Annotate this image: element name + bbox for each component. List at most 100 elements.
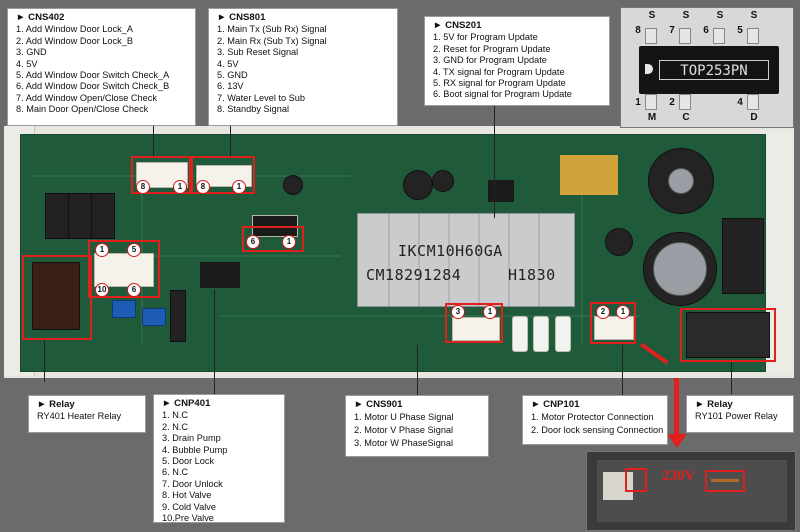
- cnp401-pin-top-right: 5: [127, 243, 141, 257]
- callout-relay-power: ► Relay RY101 Power Relay: [686, 395, 794, 433]
- chip-orientation-dot: [645, 64, 653, 74]
- cns901-item: 2. Motor V Phase Signal: [354, 425, 454, 436]
- leader-cnp101: [622, 345, 623, 395]
- cns801-item: 3. Sub Reset Signal: [217, 47, 299, 58]
- callout-cnp401: ► CNP401 1. N.C 2. N.C 3. Drain Pump 4. …: [153, 394, 285, 523]
- cns201-pin-left: 6: [246, 235, 260, 249]
- cns901-pin-left: 3: [451, 305, 465, 319]
- callout-relay-heater-title: ► Relay: [37, 399, 75, 410]
- capacitor-small-2: [403, 170, 433, 200]
- cns402-item: 8. Main Door Open/Close Check: [16, 104, 149, 115]
- cnp101-item: 2. Door lock sensing Connection: [531, 425, 664, 436]
- chip-bottom-pin-number: 2: [669, 97, 675, 108]
- cnp401-highlight: [88, 240, 160, 298]
- relay-mid: [170, 290, 186, 342]
- chip-inset: 8 7 6 5 S S S S TOP253PN 1 2 4 M C D: [620, 7, 794, 128]
- callout-cns201-title: ► CNS201: [433, 20, 482, 31]
- cnp101-pin-right: 1: [616, 305, 630, 319]
- power-resistor-2: [533, 316, 549, 352]
- leader-cnp401: [214, 290, 215, 394]
- cns402-item: 1. Add Window Door Lock_A: [16, 24, 133, 35]
- cns201-highlight: [242, 226, 304, 252]
- cnp401-item: 4. Bubble Pump: [162, 444, 228, 455]
- cnp401-item: 5. Door Lock: [162, 456, 215, 467]
- chip-bottom-pin-4: [747, 94, 759, 110]
- cnp401-item: 2. N.C: [162, 421, 189, 432]
- cns402-highlight: [131, 156, 191, 194]
- callout-cnp101-title: ► CNP101: [531, 399, 580, 410]
- relay-power-item: RY101 Power Relay: [695, 411, 778, 422]
- callout-cns901: ► CNS901 1. Motor U Phase Signal 2. Moto…: [345, 395, 489, 457]
- capacitor-mid: [605, 228, 633, 256]
- relay-bank-3: [91, 193, 115, 239]
- bulk-capacitor-2-top: [653, 242, 707, 296]
- relay-inset-highlight-right: [705, 470, 745, 492]
- relay-inset-highlight-left: [625, 468, 647, 492]
- callout-cns801-list: 1. Main Tx (Sub Rx) Signal 2. Main Rx (S…: [217, 24, 391, 115]
- cns201-item: 4. TX signal for Program Update: [433, 66, 565, 77]
- cnp401-pin-bottom-left: 10: [95, 283, 109, 297]
- chip-bottom-pin-number: 1: [635, 97, 641, 108]
- ipm-date-code: H1830: [508, 266, 556, 284]
- chip-bottom-pin-label: C: [682, 112, 690, 123]
- chip-bottom-pin-label: D: [750, 112, 758, 123]
- chip-top-pin-label: S: [750, 10, 758, 21]
- cnp101-pin-left: 2: [596, 305, 610, 319]
- cns201-item: 2. Reset for Program Update: [433, 43, 551, 54]
- cnp101-connector: [594, 316, 634, 340]
- relay-bank-2: [68, 193, 92, 239]
- relay-ry401: [32, 262, 80, 330]
- cns801-item: 5. GND: [217, 70, 248, 81]
- cnp401-connector: [94, 253, 154, 287]
- cnp401-item: 6. N.C: [162, 467, 189, 478]
- cnp401-item: 10.Pre Valve: [162, 513, 214, 524]
- callout-cns201: ► CNS201 1. 5V for Program Update 2. Res…: [424, 16, 610, 106]
- chip-top-pin-label: S: [648, 10, 656, 21]
- arrow-shaft-vertical: [674, 378, 679, 436]
- callout-cns402: ► CNS402 1. Add Window Door Lock_A 2. Ad…: [7, 8, 196, 126]
- capacitor-small-1: [283, 175, 303, 195]
- ipm-part-number: IKCM10H60GA: [398, 242, 503, 260]
- relay-ry101: [686, 312, 770, 358]
- capacitor-small-3: [432, 170, 454, 192]
- chip-bottom-pin-1: [645, 94, 657, 110]
- cns901-highlight: [445, 303, 503, 343]
- cns801-item: 7. Water Level to Sub: [217, 92, 306, 103]
- ipm-lot-number: CM18291284: [366, 266, 462, 284]
- cnp101-highlight: [590, 302, 636, 344]
- cns801-item: 2. Main Rx (Sub Tx) Signal: [217, 35, 327, 46]
- power-resistor-3: [555, 316, 571, 352]
- leader-cns801: [230, 126, 231, 156]
- cns901-item: 3. Motor W PhaseSignal: [354, 438, 454, 449]
- chip-top-pin-number: 6: [703, 25, 709, 36]
- chip-top-pin-7: [679, 28, 691, 44]
- chip-top-pin-8: [645, 28, 657, 44]
- chip-bottom-pin-label: M: [647, 112, 657, 123]
- bulk-capacitor-1-top: [668, 168, 694, 194]
- cns901-item: 1. Motor U Phase Signal: [354, 412, 454, 423]
- cns801-item: 4. 5V: [217, 58, 239, 69]
- chip-body: TOP253PN: [639, 46, 779, 94]
- cns801-item: 8. Standby Signal: [217, 104, 290, 115]
- relay-inset-terminal-left: [603, 472, 633, 500]
- arrow-head: [667, 434, 687, 448]
- callout-cns402-title: ► CNS402: [16, 12, 65, 23]
- callout-cnp101-list: 1. Motor Protector Connection 2. Door lo…: [531, 411, 664, 437]
- callout-cns801: ► CNS801 1. Main Tx (Sub Rx) Signal 2. M…: [208, 8, 398, 126]
- leader-cns201: [494, 106, 495, 218]
- chip-top-pin-number: 5: [737, 25, 743, 36]
- relay-inset-wire: [711, 479, 739, 482]
- cnp401-item: 9. Cold Valve: [162, 501, 216, 512]
- ipm-heatsink: IKCM10H60GA CM18291284 H1830: [357, 213, 575, 307]
- cns801-pin-left: 8: [196, 180, 210, 194]
- leader-relay-heater: [44, 340, 45, 382]
- callout-relay-heater: ► Relay RY401 Heater Relay: [28, 395, 146, 433]
- cns201-item: 6. Boot signal for Program Update: [433, 89, 572, 100]
- cns402-item: 7. Add Window Open/Close Check: [16, 92, 157, 103]
- cns402-item: 6. Add Window Door Switch Check_B: [16, 81, 170, 92]
- cnp401-item: 7. Door Unlock: [162, 478, 223, 489]
- blue-capacitor-1: [112, 300, 136, 318]
- cns402-item: 5. Add Window Door Switch Check_A: [16, 70, 170, 81]
- chip-top-pin-number: 8: [635, 25, 641, 36]
- callout-relay-heater-list: RY401 Heater Relay: [37, 411, 139, 422]
